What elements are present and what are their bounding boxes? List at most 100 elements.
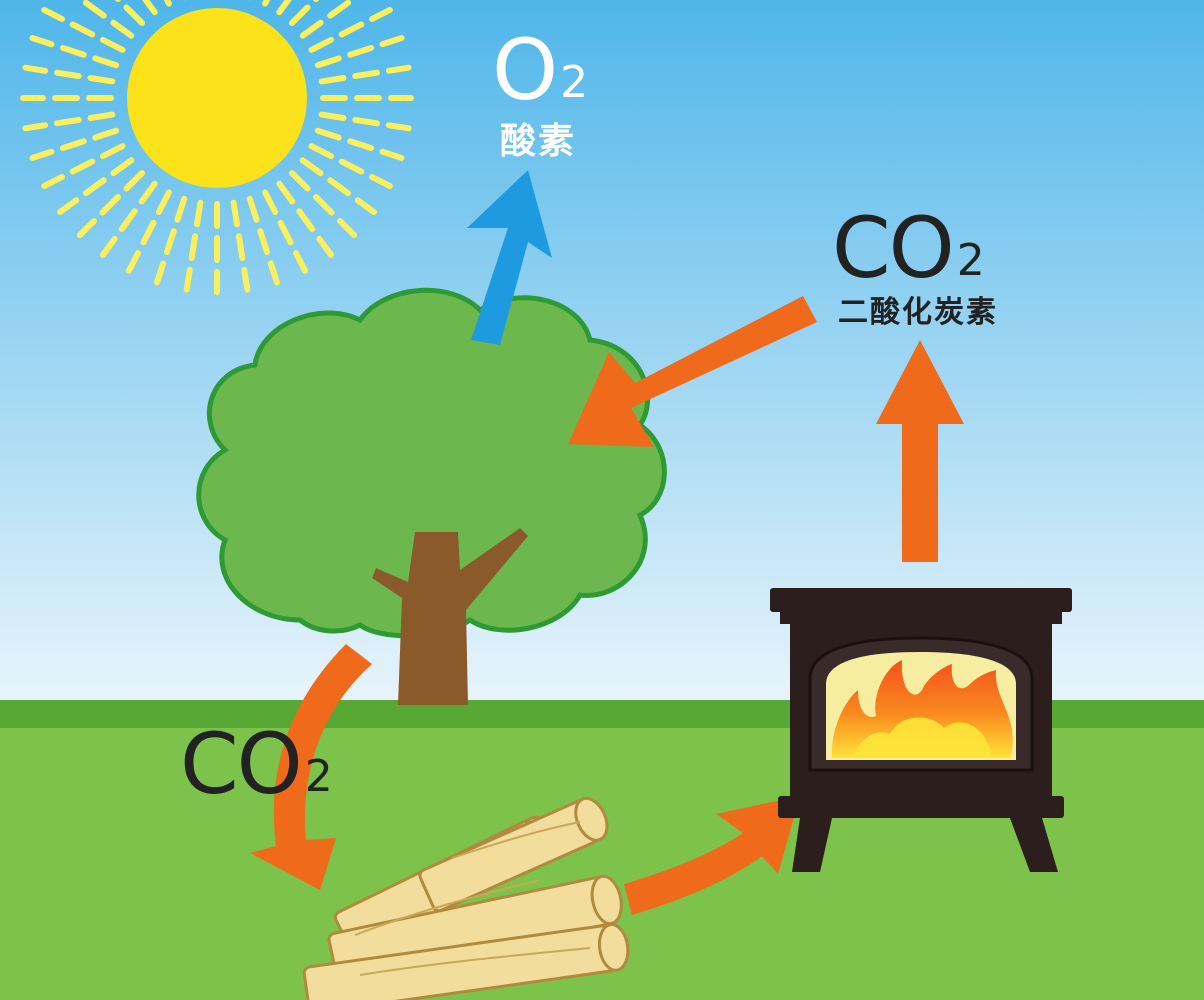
sun-ray (277, 219, 294, 246)
tree-icon (196, 287, 667, 705)
sun-ray (318, 74, 347, 85)
sun-ray (87, 111, 116, 122)
log-grain (354, 821, 591, 976)
co2-left-formula: CO (180, 715, 303, 813)
sun-ray (110, 19, 135, 39)
sun-ray (155, 189, 172, 216)
tree-trunk (372, 528, 528, 705)
sun-ray (316, 235, 335, 258)
sun-ray (163, 0, 172, 7)
co2-emit-arrow (876, 340, 964, 562)
oxygen-formula: O (492, 21, 558, 119)
sun-ray (318, 111, 347, 122)
sun-ray (338, 158, 365, 175)
sun-ray (338, 21, 365, 38)
sun-ray (369, 173, 393, 190)
sun-ray (57, 197, 80, 216)
oxygen-subscript: 2 (560, 57, 589, 108)
sun-ray (118, 208, 138, 233)
oxygen-arrow (467, 170, 552, 345)
sun-ray (99, 36, 126, 53)
sun-ray (262, 0, 271, 7)
sun-ray (288, 4, 311, 27)
log (302, 923, 630, 1000)
sun-ray (174, 195, 188, 223)
sun-ray (314, 55, 342, 69)
sun-ray (82, 177, 107, 197)
co2-right-name: 二酸化炭素 (838, 295, 998, 330)
sun-ray (276, 180, 296, 205)
sun-ray (292, 250, 309, 274)
sun-ray (140, 219, 157, 246)
sun-ray (246, 195, 260, 223)
sun-ray (327, 0, 352, 19)
wood-stove-icon (770, 588, 1072, 872)
sun-ray (99, 193, 122, 216)
firewood-icon (302, 796, 630, 1000)
sun-ray (138, 180, 158, 205)
sun-ray (76, 218, 97, 239)
co2-left-label: CO2 (180, 722, 333, 806)
sun-ray (369, 6, 393, 23)
sun-ray (92, 55, 120, 69)
sun-ray (385, 122, 412, 132)
co2-left-subscript: 2 (304, 751, 333, 802)
sun-ray (41, 6, 65, 23)
sun-ray (29, 35, 55, 48)
sun-ray (299, 157, 324, 177)
sun-ray (257, 228, 271, 256)
sun-ray (193, 199, 204, 228)
co2-absorb-arrow (568, 296, 817, 447)
sun-ray (308, 36, 335, 53)
sun-ray (69, 158, 96, 175)
sun-ray (123, 169, 146, 192)
sun-ray (22, 64, 49, 74)
sun-ray (267, 260, 280, 286)
sun-ray (92, 127, 120, 141)
sun-ray (99, 143, 126, 160)
sun-ray (163, 228, 177, 256)
sun-ray (53, 116, 82, 127)
sun-ray (379, 148, 405, 161)
sun-ray (87, 74, 116, 85)
sun-ray (354, 197, 377, 216)
oxygen-label: O2 (492, 28, 588, 112)
sun-ray (385, 64, 412, 74)
sun-ray (241, 266, 251, 293)
sun-ray (347, 44, 375, 58)
sun-ray (288, 169, 311, 192)
sun-ray (379, 35, 405, 48)
tree-canopy (196, 287, 667, 639)
sun-ray (230, 199, 241, 228)
sun-ray (308, 143, 335, 160)
sun-ray (337, 218, 358, 239)
sun-ray (41, 173, 65, 190)
sun-ray (352, 69, 381, 80)
sun-ray (183, 266, 193, 293)
co2-right-subscript: 2 (956, 235, 985, 286)
sun-ray (22, 122, 49, 132)
sun-disc (127, 8, 307, 188)
sun-ray (347, 138, 375, 152)
sun-ray (59, 44, 87, 58)
sun-ray (235, 233, 246, 262)
sun-ray (125, 250, 142, 274)
sun-ray (53, 69, 82, 80)
sun-ray (299, 19, 324, 39)
sun-icon (20, 0, 414, 295)
sun-ray (327, 177, 352, 197)
co2-right-formula: CO (832, 199, 955, 297)
sun-ray (188, 233, 199, 262)
tree-to-wood-arrow (250, 644, 372, 890)
sun-ray (82, 0, 107, 19)
sun-ray (276, 0, 292, 16)
sun-ray (312, 193, 335, 216)
sun-ray (29, 148, 55, 161)
wood-to-stove-arrow (624, 796, 800, 915)
sun-ray (352, 116, 381, 127)
co2-right-label: CO2 (832, 206, 985, 290)
sun-ray (110, 157, 135, 177)
oxygen-name: 酸素 (500, 121, 577, 162)
